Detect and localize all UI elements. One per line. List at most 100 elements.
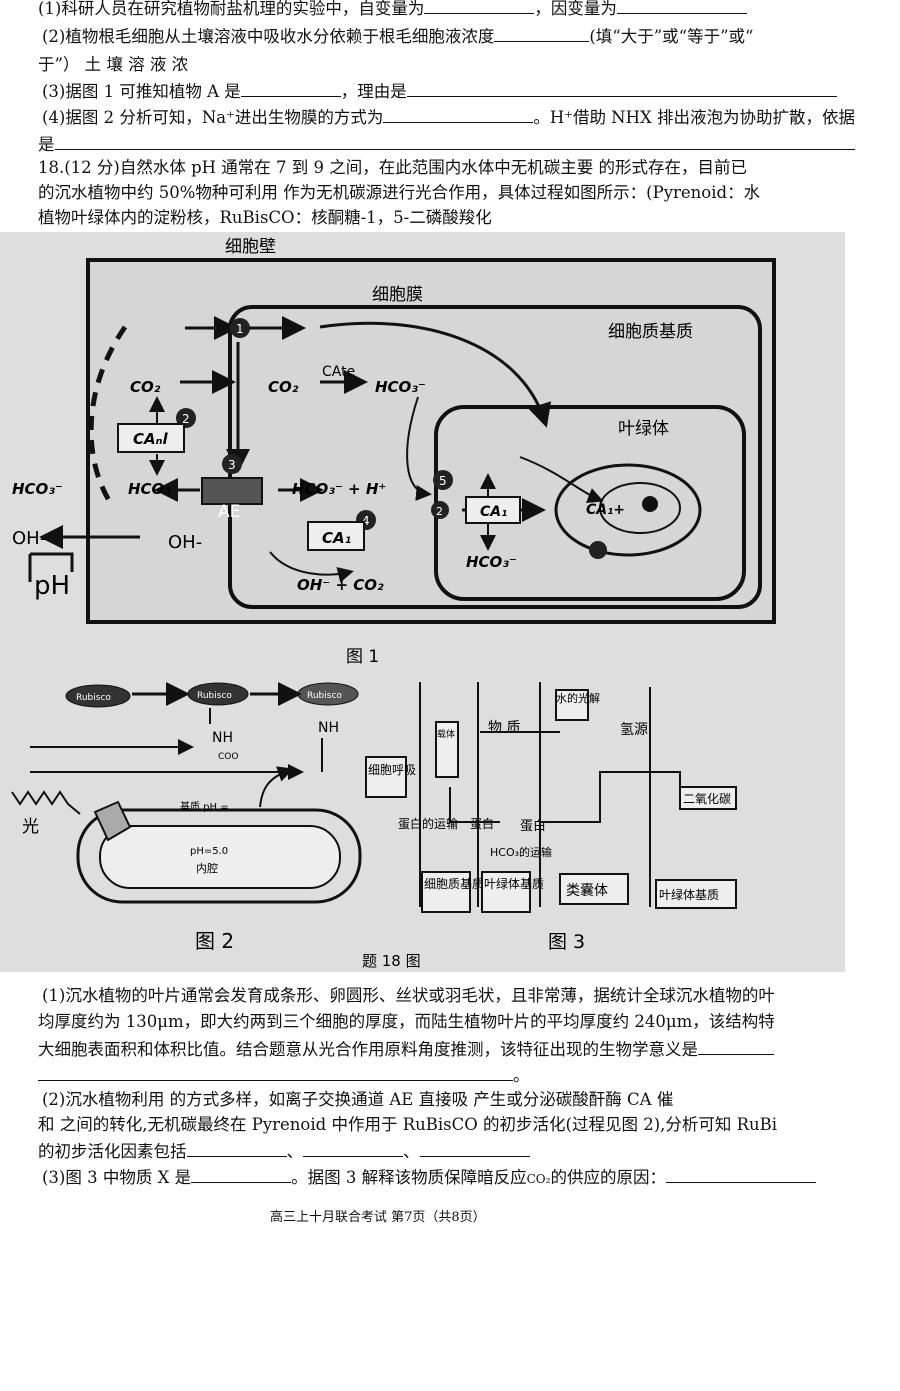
q17-sub4: (4)据图 2 分析可知，Na⁺进出生物膜的方式为。H⁺借助 NHX 排出液泡为… (42, 106, 856, 127)
label-cell-membrane: 细胞膜 (372, 285, 423, 305)
answer-blank[interactable] (54, 133, 855, 150)
sub1-line3: 大细胞表面积和体积比值。结合题意从光合作用原料角度推测，该特征出现的生物学意义是 (38, 1038, 774, 1060)
answer-blank[interactable] (494, 25, 590, 42)
sub3-line: (3)图 3 中物质 X 是。据图 3 解释该物质保障暗反应CO₂的供应的原因： (42, 1166, 816, 1189)
svg-text:水的光解: 水的光解 (556, 691, 600, 705)
answer-blank[interactable] (240, 80, 341, 97)
q18-line2: 的沉水植物中约 50%物种可利用 作为无机碳源进行光合作用，具体过程如图所示：(… (38, 183, 761, 202)
rubisco-1 (65, 684, 131, 708)
svg-text:3: 3 (228, 458, 236, 472)
label-ae: AE (218, 502, 240, 522)
figure2: Rubisco Rubisco Rubisco NH COO NH 光 基质 p… (11, 682, 362, 953)
svg-text:光: 光 (22, 817, 39, 837)
svg-text:Rubisco: Rubisco (76, 693, 111, 703)
cytoplasm-box (421, 871, 471, 913)
label-oh-out: OH- (12, 528, 46, 549)
arrow-hco3-down (406, 396, 432, 501)
sub1-line4: 。 (38, 1064, 530, 1086)
label-cell-wall: 细胞壁 (225, 237, 276, 257)
cell-wall-box (86, 258, 776, 624)
svg-text:4: 4 (362, 514, 370, 528)
thylakoid-outer (76, 808, 362, 904)
q17-sub3: (3)据图 1 可推知植物 A 是，理由是 (42, 80, 837, 102)
svg-text:NH: NH (318, 720, 339, 736)
svg-text:蛋白: 蛋白 (470, 816, 494, 831)
svg-text:基质 pH =: 基质 pH = (180, 800, 229, 813)
label-hco3-h: HCO₃⁻ + H⁺ (292, 480, 386, 498)
caption-fig3: 图 3 (548, 931, 585, 953)
q17-sub1: (1)科研人员在研究植物耐盐机理的实验中，自变量为，因变量为 (38, 0, 747, 19)
svg-text:Rubisco: Rubisco (197, 691, 232, 701)
answer-blank[interactable] (383, 106, 534, 123)
svg-text:1: 1 (236, 322, 244, 336)
answer-blank[interactable] (424, 0, 535, 14)
answer-blank[interactable] (191, 1166, 292, 1183)
caption-fig2: 图 2 (195, 929, 234, 953)
sub2-line2: 和 之间的转化,无机碳最终在 Pyrenoid 中作用于 RuBisCO 的初步… (38, 1115, 778, 1134)
arrow-curve (319, 321, 552, 428)
svg-text:5: 5 (439, 474, 447, 488)
ph-bracket (28, 552, 74, 582)
svg-text:细胞呼吸: 细胞呼吸 (368, 763, 416, 777)
answer-blank[interactable] (665, 1166, 816, 1183)
svg-text:内腔: 内腔 (196, 861, 218, 875)
sub1-line2: 均厚度约为 130μm，即大约两到三个细胞的厚度，而陆生植物叶片的平均厚度约 2… (38, 1012, 775, 1031)
svg-text:Rubisco: Rubisco (307, 691, 342, 701)
sub2-line1: (2)沉水植物利用 的方式多样，如离子交换通道 AE 直接吸 产生或分泌碳酸酐酶… (42, 1090, 674, 1109)
svg-text:氢源: 氢源 (620, 722, 648, 738)
marker-5: 5 (433, 470, 453, 490)
ae-box (201, 477, 263, 505)
sub1-line1: (1)沉水植物的叶片通常会发育成条形、卵圆形、丝状或羽毛状，且非常薄，据统计全球… (42, 986, 775, 1005)
label-cytoplasm: 细胞质基质 (608, 322, 693, 342)
pyrenoid-outline (554, 463, 702, 557)
svg-text:类囊体: 类囊体 (566, 882, 608, 899)
answer-blank[interactable] (303, 1140, 403, 1157)
label-can: CAₙl (133, 430, 168, 448)
answer-blank[interactable] (419, 1140, 530, 1157)
answer-blank[interactable] (698, 1038, 774, 1055)
label-hco3-top: HCO₃⁻ (375, 378, 426, 396)
answer-blank[interactable] (186, 1140, 287, 1157)
answer-blank[interactable] (616, 0, 747, 14)
chloroplast-box-3 (481, 871, 531, 913)
label-cate: CAte (322, 364, 355, 380)
thylakoid-box (559, 873, 629, 905)
ca1-box (307, 521, 365, 551)
svg-text:2: 2 (436, 505, 443, 518)
svg-text:COO: COO (218, 752, 238, 762)
stroma-box (655, 879, 737, 909)
svg-text:HCO₃的运输: HCO₃的运输 (490, 845, 552, 859)
page-footer: 高三上十月联合考试 第7页（共8页） (270, 1210, 486, 1225)
label-chl-ca: CA₁ (480, 504, 507, 520)
pyrenoid-core (642, 496, 658, 512)
q18-line1: 18.(12 分)自然水体 pH 通常在 7 到 9 之间，在此范围内水体中无机… (38, 158, 748, 177)
svg-text:载体: 载体 (437, 728, 455, 740)
svg-text:2: 2 (182, 412, 190, 426)
water-split-box (555, 689, 589, 721)
label-oh-in: OH- (168, 532, 202, 553)
respiration-box (365, 756, 407, 798)
svg-text:叶绿体基质: 叶绿体基质 (484, 876, 544, 891)
label-co2-mid: CO₂ (268, 378, 299, 396)
label-ca1: CA₁ (322, 529, 351, 547)
svg-text:二氧化碳: 二氧化碳 (683, 792, 731, 806)
carrier-box (435, 721, 459, 778)
q18-line3: 植物叶绿体内的淀粉核，RuBisCO：核酮糖-1，5-二磷酸羧化 (38, 208, 492, 227)
membrane-lines (419, 682, 651, 907)
answer-blank[interactable] (38, 1064, 513, 1081)
label-hco3-out: HCO₃⁻ (12, 480, 63, 498)
thylakoid-inner (99, 825, 341, 889)
arrow-chl-curve (519, 456, 604, 503)
svg-text:叶绿体基质: 叶绿体基质 (659, 887, 719, 902)
svg-text:蛋白的运输: 蛋白的运输 (398, 816, 458, 831)
q17-sub2-cont: 于”） 土 壤 溶 液 浓 (38, 55, 189, 74)
svg-text:pH=5.0: pH=5.0 (190, 846, 228, 857)
caption-fig1: 图 1 (346, 647, 379, 667)
label-hco3-in: HCO₃⁻ (128, 480, 179, 498)
label-chloroplast: 叶绿体 (618, 419, 669, 439)
chl-ca-box (465, 496, 521, 524)
marker-1: 1 (230, 318, 250, 338)
answer-blank[interactable] (406, 80, 837, 97)
figure-title: 题 18 图 (362, 952, 421, 970)
marker-3: 3 (222, 454, 242, 474)
